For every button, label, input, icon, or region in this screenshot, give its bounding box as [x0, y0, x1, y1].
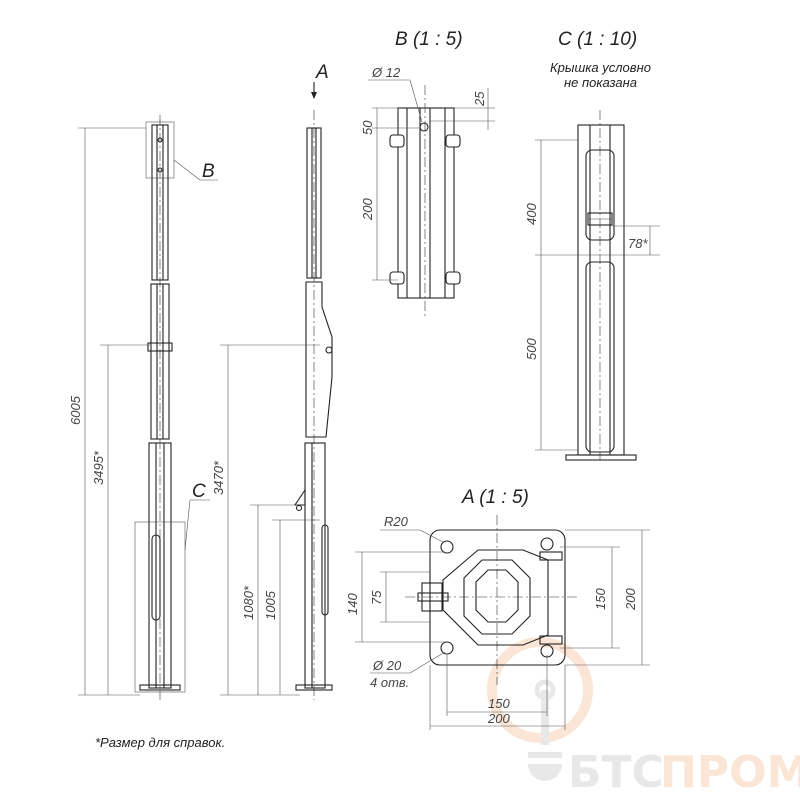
callout-a: A [315, 62, 329, 83]
dim-a-r20: R20 [384, 514, 409, 529]
watermark-text-2: ПРОМ [660, 747, 800, 798]
view-b-title: B (1 : 5) [395, 29, 463, 50]
dim-b-25: 25 [472, 91, 487, 107]
dim-b-hole: Ø 12 [371, 65, 401, 80]
dim-a-150-horizontal: 150 [488, 696, 510, 711]
pole-front-view: 6005 3495* B C [68, 115, 218, 700]
dim-1080: 1080* [241, 585, 256, 620]
dim-c-78: 78* [628, 236, 648, 251]
view-c: C (1 : 10) Крышка условно не показана 40… [524, 29, 660, 461]
dim-a-150-vertical: 150 [593, 588, 608, 610]
dim-3470: 3470* [211, 460, 226, 495]
dim-c-500: 500 [524, 338, 539, 360]
callout-b: B [202, 161, 215, 182]
dim-b-200: 200 [360, 198, 375, 221]
dim-b-50: 50 [360, 120, 375, 135]
dim-c-400: 400 [524, 203, 539, 225]
view-a-title: A (1 : 5) [461, 487, 529, 508]
view-a: A (1 : 5) 140 75 150 200 150 200 R20 Ø 2… [345, 487, 650, 730]
dim-3495: 3495* [91, 450, 106, 485]
dim-a-holes-count: 4 отв. [370, 675, 409, 690]
dim-total-height: 6005 [68, 395, 83, 425]
view-c-title: C (1 : 10) [558, 29, 637, 50]
dim-1005: 1005 [263, 590, 278, 620]
watermark-logo: БТС ПРОМ [487, 637, 800, 798]
dim-a-75: 75 [369, 590, 384, 605]
footnote: *Размер для справок. [95, 735, 225, 750]
dim-a-200-horizontal: 200 [487, 711, 510, 726]
dim-a-200-vertical: 200 [623, 588, 638, 611]
callout-c: C [192, 481, 206, 502]
view-b: B (1 : 5) 50 200 25 Ø 12 [360, 29, 495, 318]
dim-a-140: 140 [345, 593, 360, 615]
view-c-note-1: Крышка условно [550, 60, 651, 75]
view-c-note-2: не показана [564, 75, 637, 90]
dim-a-holes: Ø 20 [372, 658, 402, 673]
watermark-text-1: БТС [568, 747, 664, 798]
pole-side-view: A 3470* 1080* 1005 [211, 62, 333, 700]
